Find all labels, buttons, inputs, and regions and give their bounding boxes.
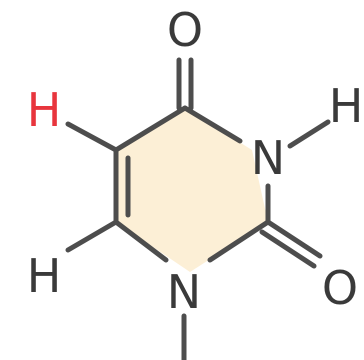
bond-c2-o-b [259, 229, 317, 269]
bond-c5-h [65, 121, 119, 153]
bond-n1-c6 [113, 219, 169, 263]
bond-c6-h [65, 219, 119, 253]
bond-n3-h [287, 119, 331, 149]
atom-n-lower: N [167, 265, 201, 319]
bond-c4-n3 [182, 105, 243, 144]
atom-h-c5-highlighted: H [27, 83, 62, 137]
atom-o-top: O [167, 3, 203, 57]
bond-c2-n1 [207, 219, 271, 263]
atom-labels: O N H O N H H [27, 3, 364, 319]
pyrimidine-ring-fill [116, 108, 268, 272]
bonds [65, 57, 331, 360]
atom-h-n-upper: H [329, 79, 364, 133]
atom-h-c6: H [27, 249, 62, 303]
atom-o-right: O [322, 261, 358, 315]
atom-n-upper: N [251, 131, 285, 185]
bond-c5-c4 [113, 105, 188, 153]
bond-c2-o-a [265, 219, 323, 259]
